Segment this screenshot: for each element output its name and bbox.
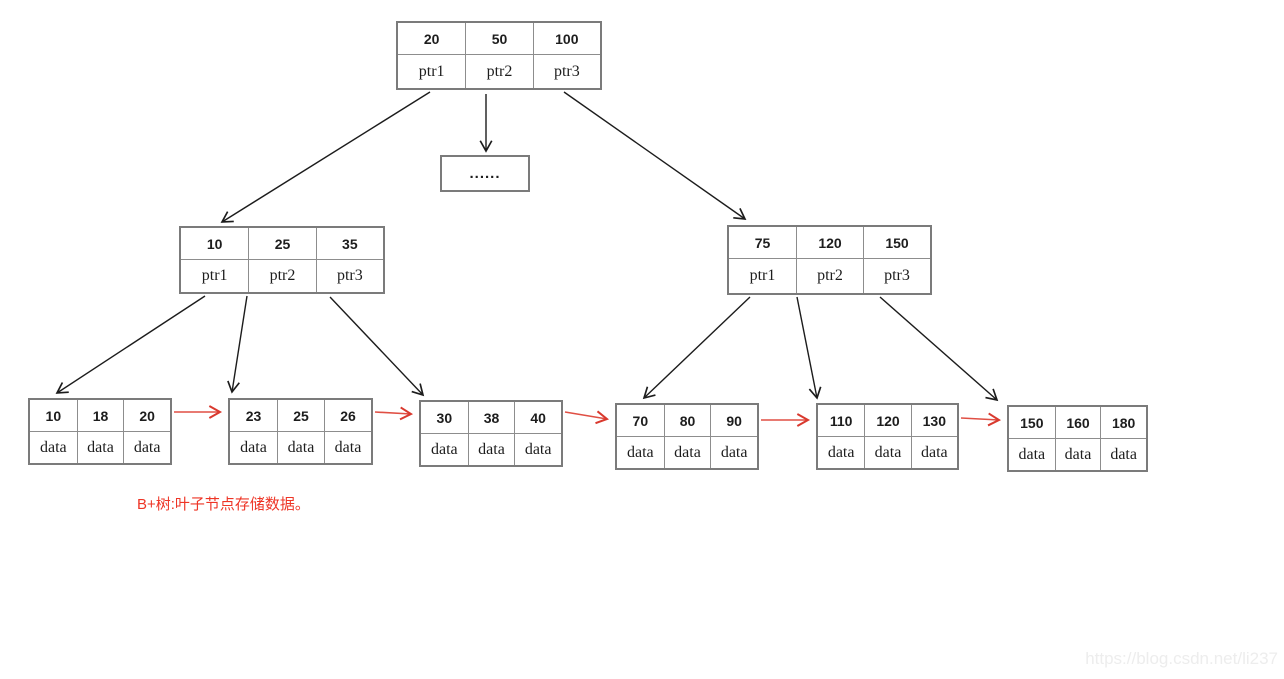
leaf-data: data [663,436,711,468]
leaf-key: 80 [663,405,711,436]
leaf-key: 10 [45,407,62,424]
ellipsis-node: ...... [440,155,530,192]
leaf-key: 38 [467,402,515,433]
leaf-link-3-4 [564,410,610,425]
leaf-data: data [421,433,468,465]
leaf-node-3: 30 38 40 data data data [419,400,563,467]
leaf-node-5: 110 120 130 data data data [816,403,959,470]
edge-right-internal-to-leaf5 [796,296,822,400]
leaf-node-6: 150 160 180 data data data [1007,405,1148,472]
leaf-data: data [76,431,124,463]
leaf-key: 180 [1100,407,1146,438]
root-node: 20 50 100 ptr1 ptr2 ptr3 [396,21,602,90]
leaf-data: data [123,431,170,463]
internal-pointer: ptr1 [181,259,249,292]
root-key: 100 [532,23,600,54]
watermark-text: https://blog.csdn.net/li237 [1085,649,1278,668]
leaf-node-4: 70 80 90 data data data [615,403,759,470]
internal-node-right: 75 120 150 ptr1 ptr2 ptr3 [727,225,932,295]
leaf-data: data [864,436,911,468]
leaf-key: 25 [277,400,324,431]
internal-pointer: ptr1 [729,258,796,293]
internal-pointer: ptr2 [796,258,863,293]
internal-key: 25 [248,228,315,259]
leaf-node-1: 10 18 20 data data data [28,398,172,465]
internal-pointer: ptr2 [248,259,316,292]
leaf-key: 120 [864,405,910,436]
root-pointer: ptr1 [398,54,466,88]
root-key: 50 [465,23,532,54]
leaf-data: data [1009,438,1055,470]
leaf-data: data [230,431,277,463]
leaf-key: 130 [910,405,957,436]
edge-root-to-left-internal [220,91,431,223]
internal-key: 150 [863,227,930,258]
root-pointer: ptr2 [465,54,533,88]
internal-key: 35 [315,228,383,259]
annotation-text: B+树:叶子节点存储数据。 [137,496,310,513]
internal-key: 10 [206,235,223,252]
leaf-key: 150 [1020,414,1044,431]
internal-key: 75 [754,234,771,251]
leaf-data: data [910,436,957,468]
leaf-key: 20 [123,400,170,431]
internal-node-left: 10 25 35 ptr1 ptr2 ptr3 [179,226,385,294]
internal-pointer: ptr3 [315,259,383,292]
edge-left-internal-to-leaf2 [227,295,248,394]
internal-key: 120 [796,227,863,258]
leaf-data: data [467,433,515,465]
leaf-data: data [1100,438,1146,470]
leaf-data: data [30,431,77,463]
leaf-key: 110 [829,412,853,429]
leaf-data: data [818,436,865,468]
leaf-key: 30 [436,409,453,426]
root-key: 20 [423,30,440,47]
root-pointer: ptr3 [532,54,600,88]
edge-left-internal-to-leaf1 [55,295,206,394]
leaf-key: 70 [632,412,649,429]
leaf-data: data [514,433,561,465]
leaf-link-5-6 [960,412,1002,427]
edge-root-to-right-internal [563,91,747,220]
leaf-key: 90 [710,405,757,436]
leaf-key: 160 [1054,407,1101,438]
leaf-data: data [277,431,324,463]
leaf-data: data [1054,438,1101,470]
leaf-data: data [324,431,371,463]
leaf-key: 40 [514,402,561,433]
internal-pointer: ptr3 [863,258,930,293]
edge-left-internal-to-leaf3 [329,296,425,397]
edge-right-internal-to-leaf4 [642,296,751,400]
leaf-link-2-3 [374,406,414,421]
leaf-key: 23 [245,407,262,424]
leaf-data: data [617,436,664,468]
leaf-key: 18 [76,400,124,431]
leaf-key: 26 [324,400,371,431]
leaf-node-2: 23 25 26 data data data [228,398,373,465]
leaf-data: data [710,436,757,468]
edge-right-internal-to-leaf6 [879,296,999,402]
